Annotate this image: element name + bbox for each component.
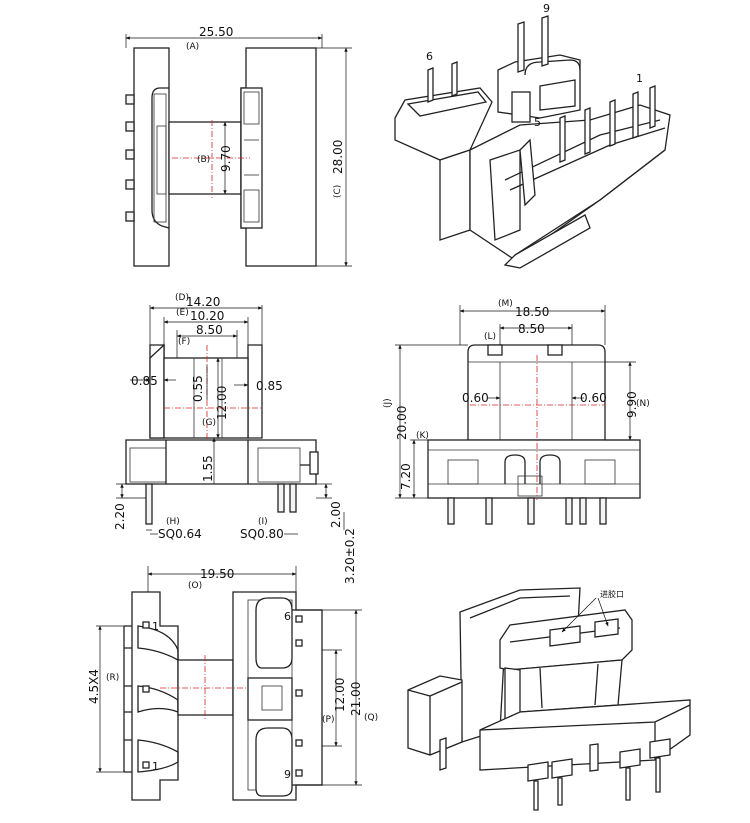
dim-4-5x4: 4.5X4: [87, 669, 101, 704]
pin-label-9: 9: [543, 2, 550, 15]
dim-18-50: 18.50: [515, 305, 549, 319]
dim-0-60-right: 0.60: [580, 391, 607, 405]
pin-label-1-top: 1: [152, 620, 159, 633]
dim-8-50: 8.50: [196, 323, 223, 337]
tag-o: (O): [188, 581, 202, 591]
iso-view-bottom: 进胶口: [407, 587, 691, 811]
side-view: 18.50 (M) 8.50 (L) 20.00 (J) 7.20 (K) 9.…: [383, 299, 650, 525]
dim-3-20-tol: 3.20±0.2: [343, 528, 357, 584]
tag-n: (N): [636, 399, 650, 409]
dim-12-00-bottom: 12.00: [333, 678, 347, 712]
dim-12-00: 12.00: [215, 386, 229, 420]
dim-0-55: 0.55: [191, 375, 205, 402]
gate-label: 进胶口: [600, 589, 624, 599]
dim-0-60-left: 0.60: [462, 391, 489, 405]
tag-d: (D): [175, 293, 189, 303]
dim-28-00: 28.00: [331, 140, 345, 174]
dim-7-20: 7.20: [399, 463, 413, 490]
front-view: 14.20 (D) 10.20 (E) 8.50 (F) 0.85 0.85 0…: [113, 293, 357, 584]
tag-e: (E): [176, 308, 189, 318]
dim-25-50: 25.50: [199, 25, 233, 39]
dim-sq0-80: SQ0.80: [240, 527, 284, 541]
pin-label-5: 5: [534, 116, 541, 129]
bottom-view: 19.50 (O) 4.5X4 (R) 12.00 (P) 21.00 (Q) …: [87, 566, 378, 801]
tag-h: (H): [166, 517, 180, 527]
front-window: [163, 357, 249, 439]
tag-q: (Q): [364, 713, 378, 723]
left-pin-stubs: [125, 94, 135, 222]
dim-19-50: 19.50: [200, 567, 234, 581]
dim-8-50-side: 8.50: [518, 322, 545, 336]
tag-j: (J): [383, 398, 393, 408]
tag-l: (L): [484, 332, 496, 342]
tag-g: (G): [202, 418, 216, 428]
tag-k: (K): [416, 431, 429, 441]
top-view: 25.50 (A) 28.00 (C) 9.70 (B): [125, 25, 352, 267]
tag-b: (B): [197, 155, 210, 165]
pin-label-1-bottom: 1: [152, 760, 159, 773]
dim-1-55: 1.55: [201, 455, 215, 482]
tag-c: (C): [333, 185, 343, 198]
dim-21-00: 21.00: [349, 682, 363, 716]
dim-sq0-64: SQ0.64: [158, 527, 202, 541]
pin-label-9-bottom: 9: [284, 768, 291, 781]
tag-f: (F): [178, 337, 190, 347]
tag-i: (I): [258, 517, 268, 527]
dim-9-90: 9.90: [625, 391, 639, 418]
side-base: [427, 439, 641, 499]
tag-p: (P): [322, 715, 334, 725]
dim-9-70: 9.70: [219, 145, 233, 172]
tag-m: (M): [498, 299, 513, 309]
dim-20-00: 20.00: [395, 406, 409, 440]
right-flange: [245, 47, 317, 267]
dim-10-20: 10.20: [190, 309, 224, 323]
dim-0-85-left: 0.85: [131, 374, 158, 388]
iso-view-top: 6 9 1 5: [394, 2, 671, 269]
dim-2-00: 2.00: [329, 501, 343, 528]
pin-label-6: 6: [426, 50, 433, 63]
pin-label-1: 1: [636, 72, 643, 85]
tag-a: (A): [186, 42, 199, 52]
dim-0-85-right: 0.85: [256, 379, 283, 393]
dim-2-20: 2.20: [113, 503, 127, 530]
dim-14-20: 14.20: [186, 295, 220, 309]
left-flange-recess: [151, 87, 170, 229]
tag-r: (R): [106, 673, 119, 683]
pin-label-6-bottom: 6: [284, 610, 291, 623]
